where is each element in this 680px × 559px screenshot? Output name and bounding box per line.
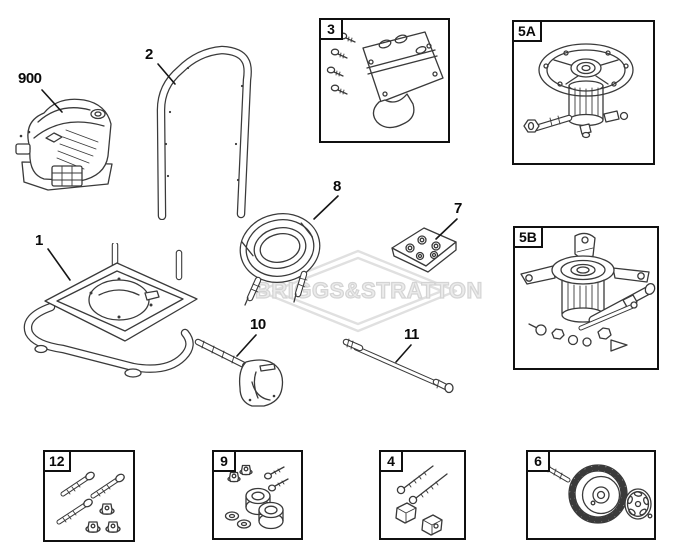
panel-label-5b: 5B bbox=[513, 226, 543, 248]
hardware-kit-illustration bbox=[224, 464, 289, 530]
bolts bbox=[56, 471, 125, 525]
panel-bolt-kit: 12 bbox=[43, 450, 135, 542]
panel-pump-a: 5A bbox=[512, 20, 655, 165]
carriage-bolts bbox=[396, 465, 448, 505]
pump-b-illustration bbox=[520, 232, 656, 352]
panel-label-5a: 5A bbox=[512, 20, 542, 42]
bolt-kit-illustration bbox=[56, 471, 125, 533]
small-bolts bbox=[263, 466, 289, 492]
spacers bbox=[245, 487, 284, 530]
panel-label-3: 3 bbox=[319, 18, 343, 40]
pump-a-inlet bbox=[523, 114, 573, 133]
panel-label-6: 6 bbox=[526, 450, 550, 472]
brand-watermark: BRIGGS&STRATTON bbox=[254, 245, 483, 340]
callout-spray-gun: 10 bbox=[250, 316, 266, 333]
bracket-kit-illustration bbox=[326, 31, 444, 129]
callout-engine: 900 bbox=[18, 70, 42, 87]
engine-illustration bbox=[15, 98, 113, 191]
callout-hose: 8 bbox=[333, 178, 341, 195]
brand-watermark-text: BRIGGS&STRATTON bbox=[254, 277, 483, 303]
nozzles bbox=[405, 235, 441, 261]
callout-handle: 2 bbox=[145, 46, 153, 63]
wand-fitting-right bbox=[432, 378, 454, 394]
hubcap bbox=[624, 488, 653, 520]
knob-nuts bbox=[395, 502, 443, 536]
panel-bracket-kit: 3 bbox=[319, 18, 450, 143]
brand-diamond-icon bbox=[257, 249, 458, 333]
callout-wand: 11 bbox=[404, 326, 419, 343]
panel-pump-b: 5B bbox=[513, 226, 659, 370]
pump-b-manifold bbox=[578, 283, 656, 331]
muffler-grid bbox=[51, 165, 83, 187]
panel-label-12: 12 bbox=[43, 450, 71, 472]
spray-gun-illustration bbox=[194, 338, 284, 407]
nuts bbox=[227, 464, 253, 483]
panel-label-9: 9 bbox=[212, 450, 236, 472]
wand-fitting-left bbox=[342, 338, 364, 352]
panel-fastener-kit: 4 bbox=[379, 450, 466, 540]
fastener-kit-illustration bbox=[395, 465, 448, 536]
nozzle-kit-illustration bbox=[391, 227, 457, 273]
pump-a-illustration bbox=[523, 43, 634, 139]
handle-illustration bbox=[156, 45, 252, 220]
washers bbox=[224, 511, 252, 529]
flange-nuts bbox=[85, 503, 121, 533]
panel-wheel-kit: 6 bbox=[526, 450, 656, 540]
panel-hardware-kit: 9 bbox=[212, 450, 303, 540]
hose-fitting-left bbox=[244, 276, 262, 306]
panel-label-4: 4 bbox=[379, 450, 403, 472]
wheel bbox=[568, 464, 628, 524]
callout-nozzle-kit: 7 bbox=[454, 200, 462, 217]
frame-illustration bbox=[23, 243, 198, 378]
callout-frame: 1 bbox=[35, 232, 43, 249]
screws bbox=[326, 32, 356, 95]
wand-illustration bbox=[342, 338, 454, 394]
hose-coil bbox=[239, 213, 321, 283]
hose-illustration bbox=[239, 213, 321, 306]
pump-b-fittings bbox=[528, 323, 628, 352]
hose-fitting-right bbox=[293, 270, 308, 303]
wheel-kit-illustration bbox=[536, 459, 653, 524]
